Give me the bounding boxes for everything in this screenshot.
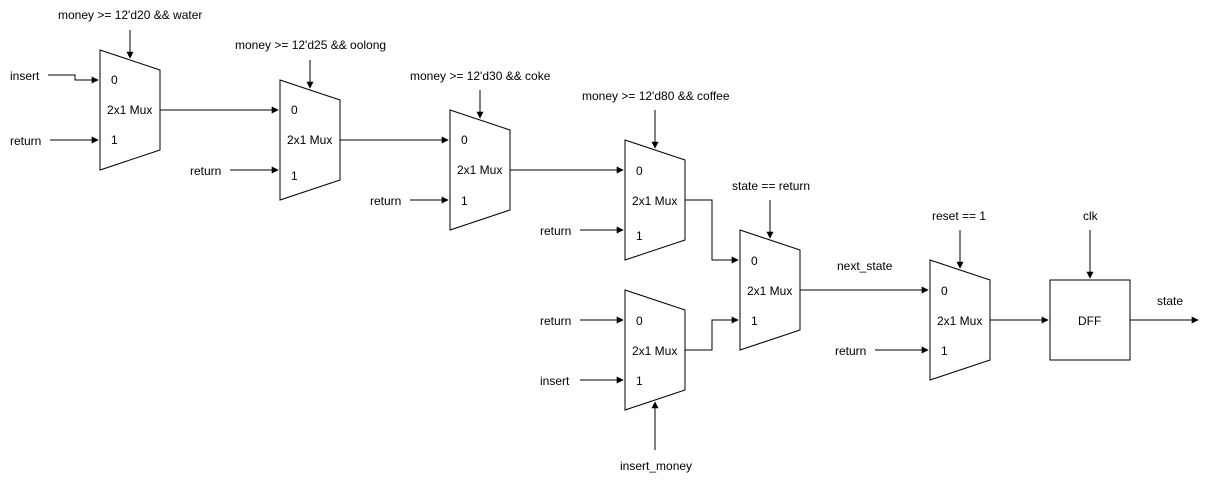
mux-7-body [929, 259, 991, 381]
mux-4: 0 2x1 Mux 1 [624, 139, 686, 261]
mux-4-port-1: 1 [636, 229, 643, 243]
mux-1-port-0: 0 [111, 73, 118, 87]
mux-5-select-label: insert_money [620, 459, 692, 473]
mux-1-in0-label: insert [10, 69, 40, 83]
mux-6-port-1: 1 [751, 314, 758, 328]
mux-1-in1-label: return [10, 134, 41, 148]
dff-clk-label: clk [1083, 209, 1099, 223]
mux-2-select-label: money >= 12'd25 && oolong [235, 38, 386, 52]
mux-3-select-label: money >= 12'd30 && coke [410, 69, 551, 83]
dff-label: DFF [1078, 314, 1101, 328]
mux-7-port-1: 1 [941, 344, 948, 358]
mux-7-select-label: reset == 1 [932, 209, 986, 223]
mux-1-label: 2x1 Mux [107, 103, 152, 117]
mux-5-to-mux-6-wire [685, 316, 739, 351]
mux-1-port-1: 1 [111, 133, 118, 147]
mux-1-body [99, 49, 161, 171]
mux-5-body [624, 289, 686, 411]
mux-4-select-label: money >= 12'd80 && coffee [582, 89, 730, 103]
mux-2: 0 2x1 Mux 1 [279, 79, 341, 201]
mux-4-label: 2x1 Mux [632, 194, 677, 208]
dff-output-label: state [1157, 294, 1183, 308]
mux-6: 0 2x1 Mux 1 [739, 229, 801, 351]
mux-2-in1-label: return [190, 164, 221, 178]
next-state-label: next_state [837, 259, 893, 273]
dff: DFF [1049, 279, 1131, 361]
mux-4-to-mux-6-wire [685, 199, 739, 264]
mux-2-label: 2x1 Mux [287, 133, 332, 147]
mux-3-port-1: 1 [461, 194, 468, 208]
mux-5: 0 2x1 Mux 1 [624, 289, 686, 411]
mux-1-select-label: money >= 12'd20 && water [58, 8, 202, 22]
mux-2-body [279, 79, 341, 201]
mux-5-port-1: 1 [636, 374, 643, 388]
mux-3-in1-label: return [370, 194, 401, 208]
mux-2-port-1: 1 [291, 169, 298, 183]
mux-5-port-0: 0 [636, 314, 643, 328]
dff-body [1049, 279, 1131, 361]
mux-4-body [624, 139, 686, 261]
mux-5-label: 2x1 Mux [632, 344, 677, 358]
mux-5-in0-label: return [540, 314, 571, 328]
mux-4-port-0: 0 [636, 164, 643, 178]
mux-1: 0 2x1 Mux 1 [99, 49, 161, 171]
mux-6-port-0: 0 [751, 254, 758, 268]
mux-6-label: 2x1 Mux [747, 284, 792, 298]
mux-6-body [739, 229, 801, 351]
mux-3-label: 2x1 Mux [457, 163, 502, 177]
mux-7-label: 2x1 Mux [937, 314, 982, 328]
mux-7-port-0: 0 [941, 284, 948, 298]
mux-2-port-0: 0 [291, 103, 298, 117]
mux-6-select-label: state == return [732, 179, 810, 193]
mux-7-in1-label: return [835, 344, 866, 358]
mux-3: 0 2x1 Mux 1 [449, 109, 511, 231]
mux-3-port-0: 0 [461, 133, 468, 147]
mux-7: 0 2x1 Mux 1 [929, 259, 991, 381]
mux-4-in1-label: return [540, 224, 571, 238]
mux-3-body [449, 109, 511, 231]
mux-5-in1-label: insert [540, 374, 570, 388]
mux-1-in0-wire [48, 74, 99, 84]
